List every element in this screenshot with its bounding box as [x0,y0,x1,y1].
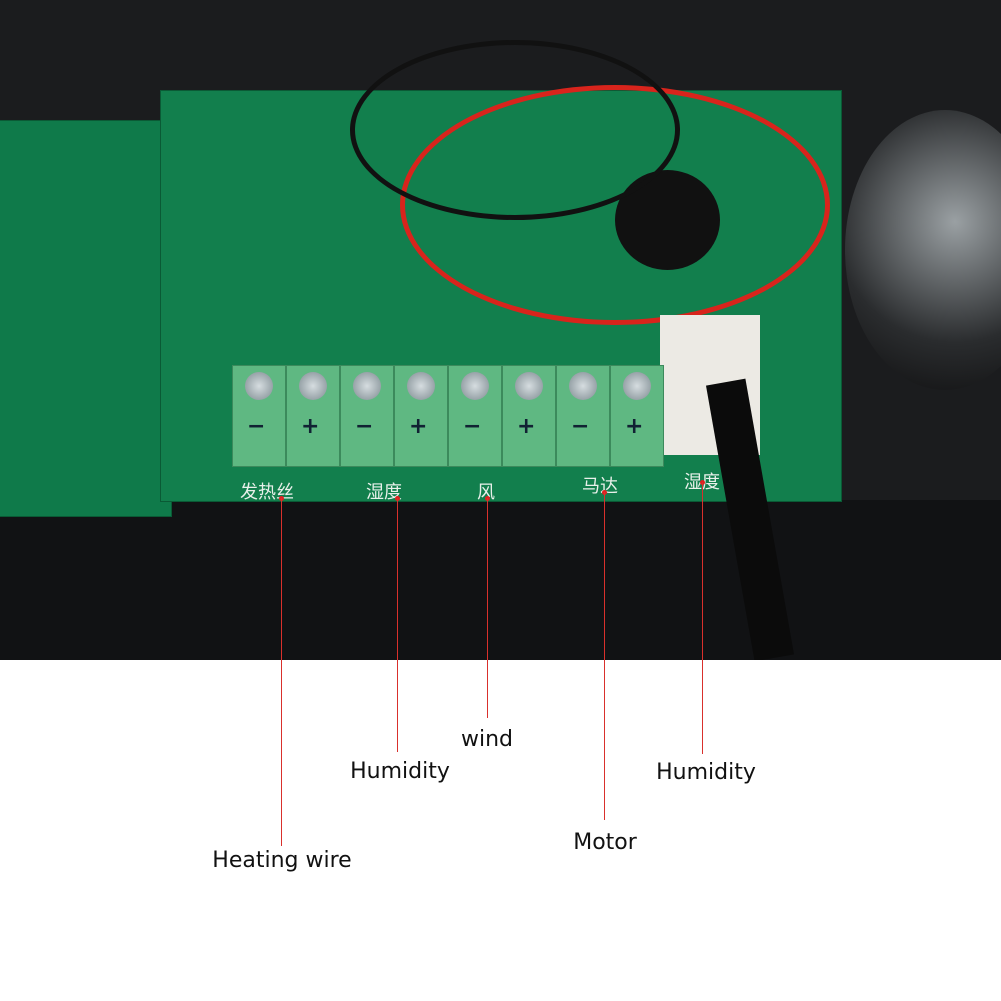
circuit-board-photo: − + − + − + − + 发热丝 湿度 风 马达 湿度 [0,0,1001,660]
terminal-block: − [448,365,502,467]
terminal-block: − [556,365,610,467]
marking-heating-wire: 发热丝 [240,482,294,503]
speaker [845,110,1001,390]
terminal-block: + [286,365,340,467]
callout-label-heating-wire: Heating wire [212,848,352,873]
callout-label-humidity-sensor: Humidity [656,760,756,785]
terminal-block: + [394,365,448,467]
callout-line-motor [604,492,605,820]
terminal-block: + [502,365,556,467]
marking-motor: 马达 [582,476,618,497]
callout-line-humidity-sensor [702,482,703,754]
marking-wind: 风 [477,482,495,503]
marking-humidity: 湿度 [366,482,402,503]
callout-label-wind: wind [460,727,514,752]
callout-label-motor: Motor [573,830,637,855]
terminal-block: + [610,365,664,467]
left-pcb [0,120,172,517]
callout-label-humidity: Humidity [350,759,450,784]
enclosure-bottom-rail [0,500,1001,660]
black-wire [350,40,680,220]
terminal-block: − [340,365,394,467]
callout-line-wind [487,498,488,718]
callout-line-heating-wire [281,498,282,846]
callout-line-humidity [397,498,398,752]
terminal-block: − [232,365,286,467]
